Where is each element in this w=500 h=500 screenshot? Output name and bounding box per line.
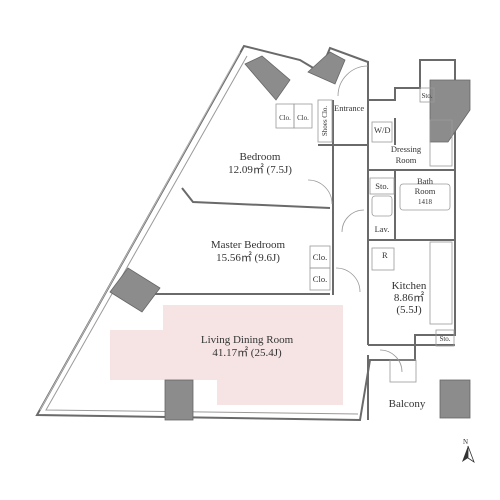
closet-shoes <box>317 99 333 143</box>
door-balcony <box>379 349 403 373</box>
label-sto-top: Sto. <box>421 92 432 100</box>
column-right-bottom <box>439 379 471 419</box>
label-sto-mid: Sto. <box>375 181 388 191</box>
label-wd: W/D <box>374 125 391 135</box>
wd-machine <box>371 121 393 143</box>
bathtub <box>399 183 451 211</box>
label-r: R <box>382 250 388 260</box>
outer-wall-inner <box>45 55 359 415</box>
closet-top-right <box>293 103 313 129</box>
column-left <box>109 267 161 313</box>
window-line <box>39 51 241 411</box>
label-clo-1: Clo. <box>279 114 291 122</box>
door-ldk <box>335 267 361 293</box>
storage-kitchen <box>435 329 455 347</box>
label-master: Master Bedroom <box>211 239 286 251</box>
dressing-shelf <box>429 119 453 167</box>
balcony-unit <box>389 359 417 383</box>
label-clo-3: Clo. <box>313 252 327 262</box>
label-sto-kitchen: Sto. <box>439 335 450 343</box>
label-ldk-area: 41.17㎡ (25.4J) <box>212 346 282 359</box>
label-bath-1: Bath <box>417 176 434 186</box>
label-ldk: Living Dining Room <box>201 334 294 346</box>
label-kitchen-j: (5.5J) <box>396 304 422 316</box>
compass-icon <box>462 445 475 464</box>
door-entrance <box>337 65 369 97</box>
label-clo-4: Clo. <box>313 274 327 284</box>
closet-master-bottom <box>309 267 331 291</box>
label-bedroom: Bedroom <box>240 151 281 163</box>
door-master <box>341 209 365 233</box>
label-kitchen: Kitchen <box>392 280 427 292</box>
label-bath-2: Room <box>415 186 436 196</box>
column-bottom <box>164 379 194 421</box>
column-top <box>244 55 291 101</box>
label-lav: Lav. <box>375 224 390 234</box>
storage-mid <box>369 177 395 195</box>
label-bedroom-area: 12.09㎡ (7.5J) <box>228 163 292 176</box>
compass-label: N <box>463 438 468 446</box>
label-bath-size: 1418 <box>418 198 433 206</box>
door-bedroom <box>307 179 333 205</box>
label-clo-2: Clo. <box>297 114 309 122</box>
label-kitchen-area: 8.86㎡ <box>394 291 424 304</box>
column-entrance <box>307 51 346 85</box>
label-dressing-1: Dressing <box>391 144 422 154</box>
label-dressing-2: Room <box>396 155 417 165</box>
storage-top <box>419 87 435 103</box>
label-shoes: Shoes Clo. <box>321 106 329 137</box>
lav-basin <box>371 195 393 217</box>
wall-bedroom-bottom <box>181 187 331 209</box>
label-entrance: Entrance <box>334 103 364 113</box>
kitchen-counter <box>429 241 453 325</box>
column-top-right <box>429 79 471 143</box>
label-master-area: 15.56㎡ (9.6J) <box>216 251 280 264</box>
fridge <box>371 247 395 271</box>
label-balcony: Balcony <box>389 398 426 410</box>
